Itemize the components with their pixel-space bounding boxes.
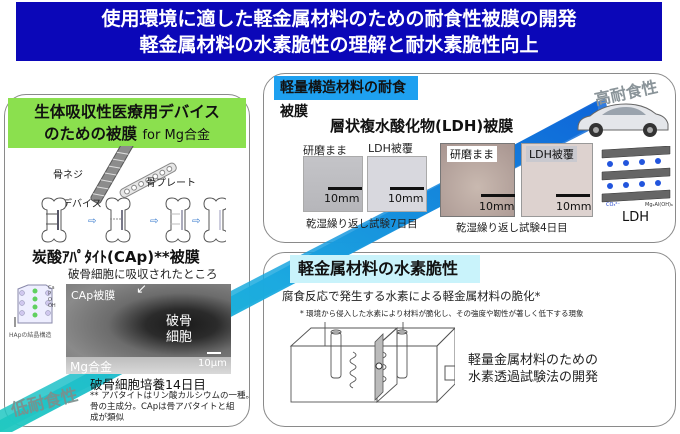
biomedical-heading: 生体吸収性医療用デバイス のための被膜 for Mg合金 bbox=[8, 98, 246, 148]
bone-healing-sequence: ⇨ ⇨ ⇨ bbox=[41, 197, 226, 243]
mg-alloy-label: Mg合金 bbox=[70, 360, 112, 374]
culture-caption: 破骨細胞培養14日目 bbox=[90, 377, 206, 392]
set2-polished-sample: 研磨まま 10mm bbox=[440, 143, 515, 217]
embrittlement-description: 腐食反応で発生する水素による軽金属材料の脆化* bbox=[282, 289, 541, 303]
set2-coated-sample: LDH被覆 10mm bbox=[521, 143, 593, 217]
set1-polished-sample: 10mm bbox=[303, 156, 363, 212]
hap-legend: Ca P O OH bbox=[48, 285, 56, 309]
permeation-line-1: 軽量金属材料のための bbox=[468, 353, 599, 368]
hydrogen-embrittlement-heading: 軽金属材料の水素脆性 bbox=[290, 255, 480, 283]
bone-plate-label: 骨プレート bbox=[146, 178, 196, 189]
scale-label: 10mm bbox=[324, 192, 360, 205]
hap-legend-item: OH bbox=[48, 303, 56, 309]
scale-label: 10mm bbox=[388, 192, 424, 205]
sem-micrograph: CAp被膜 ↙ 破骨 細胞 Mg合金 10μm bbox=[66, 282, 231, 374]
sem-scale-bar bbox=[207, 352, 221, 354]
structural-coating-heading: 軽量構造材料の耐食被膜 bbox=[274, 76, 418, 120]
absorbed-caption: 破骨細胞に吸収されたところ bbox=[68, 267, 218, 281]
ldh-label: LDH bbox=[622, 210, 650, 225]
car-icon bbox=[577, 103, 669, 137]
scale-bar bbox=[328, 187, 362, 190]
set2-caption: 乾湿繰り返し試験4日目 bbox=[456, 222, 568, 234]
arrow-right-icon: ⇨ bbox=[150, 216, 158, 227]
scale-label: 10mm bbox=[479, 200, 515, 213]
embrittlement-footnote: * 環境から侵入した水素により材料が脆化し、その強度や靭性が著しく低下する現象 bbox=[300, 309, 584, 318]
biomedical-heading-line2: のための被膜 bbox=[44, 125, 138, 143]
scale-bar bbox=[390, 187, 424, 190]
bone-screw-icon bbox=[90, 146, 134, 204]
scale-label: 10mm bbox=[556, 200, 592, 213]
implant-illustration bbox=[90, 146, 177, 204]
scale-bar bbox=[481, 194, 515, 197]
permeation-line-2: 水素透過試験法の開発 bbox=[468, 370, 599, 385]
set2-coated-label: LDH被覆 bbox=[526, 146, 577, 162]
osteoclast-label-2: 細胞 bbox=[166, 330, 193, 345]
biomedical-heading-suffix: for Mg合金 bbox=[142, 128, 210, 143]
scale-bar bbox=[556, 194, 590, 197]
hap-legend-item: O bbox=[48, 297, 52, 303]
hap-legend-item: Ca bbox=[48, 285, 55, 291]
ldh-structure-diagram bbox=[601, 146, 671, 203]
device-label: デバイス bbox=[62, 199, 102, 210]
cap-film-label: CAp被膜 bbox=[71, 289, 116, 302]
bone-stage-3 bbox=[165, 197, 191, 243]
osteoclast-label-1: 破骨 bbox=[166, 314, 193, 329]
sem-scale-label: 10μm bbox=[198, 358, 227, 369]
bone-stage-4 bbox=[203, 197, 226, 243]
cap-coating-title: 炭酸ｱﾊﾟﾀｲﾄ(CAp)**被膜 bbox=[32, 248, 200, 266]
ldh-layer-label: Mg₂Al(OH)₆ bbox=[645, 202, 673, 208]
bone-stage-1 bbox=[41, 197, 67, 243]
apatite-footnote: ** アパタイトはリン酸カルシウムの一種。 骨の主成分。CApは骨アパタイトと組… bbox=[90, 391, 254, 424]
hap-legend-item: P bbox=[48, 291, 52, 297]
title-banner: 使用環境に適した軽金属材料のための耐食性被膜の開発 軽金属材料の水素脆性の理解と… bbox=[16, 2, 662, 61]
title-line-1: 使用環境に適した軽金属材料のための耐食性被膜の開発 bbox=[101, 8, 577, 30]
set2-polished-label: 研磨まま bbox=[447, 146, 497, 162]
hap-crystal-structure bbox=[14, 284, 53, 327]
footnote-line-1: ** アパタイトはリン酸カルシウムの一種。 bbox=[90, 391, 255, 401]
footnote-line-3: 成が類似 bbox=[90, 413, 125, 423]
footnote-line-2: 骨の主成分。CApは骨アパタイトと組 bbox=[90, 402, 235, 412]
hap-caption: HApの結晶構造 bbox=[9, 332, 52, 339]
mg-alloy-strip bbox=[66, 357, 231, 374]
permeation-method-text: 軽量金属材料のための 水素透過試験法の開発 bbox=[468, 352, 598, 386]
title-line-2: 軽金属材料の水素脆性の理解と耐水素脆性向上 bbox=[139, 34, 539, 56]
set1-coated-sample: 10mm bbox=[367, 156, 427, 212]
ldh-anion-label: CO₃²⁻ bbox=[606, 202, 621, 208]
bone-screw-label: 骨ネジ bbox=[53, 170, 83, 181]
arrow-right-icon: ⇨ bbox=[192, 216, 200, 227]
set1-polished-label: 研磨まま bbox=[303, 144, 347, 157]
pointer-arrow-icon: ↙ bbox=[136, 282, 147, 297]
set1-caption: 乾湿繰り返し試験7日目 bbox=[306, 218, 418, 230]
biomedical-heading-line1: 生体吸収性医療用デバイス bbox=[34, 103, 220, 121]
hydrogen-permeation-cell-diagram bbox=[289, 322, 455, 404]
arrow-right-icon: ⇨ bbox=[88, 216, 96, 227]
bone-plate-icon bbox=[119, 162, 177, 198]
ldh-subtitle: 層状複水酸化物(LDH)被膜 bbox=[330, 117, 514, 135]
set1-coated-label: LDH被覆 bbox=[368, 142, 413, 155]
bone-stage-2 bbox=[105, 197, 131, 243]
